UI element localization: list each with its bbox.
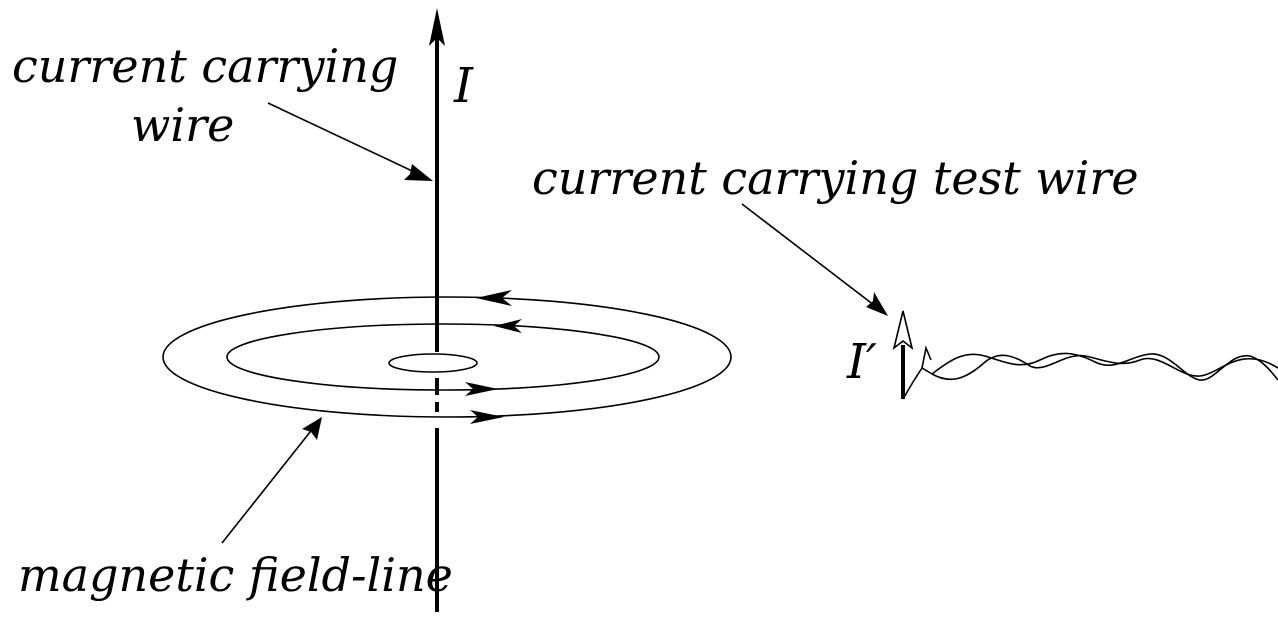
- pointer-lines: [221, 102, 884, 544]
- test-current-label: I′: [846, 334, 877, 390]
- test-wire-pointer: [741, 203, 884, 313]
- current-label: I: [453, 58, 474, 114]
- test-current-hollow-arrow-up-icon: [892, 310, 914, 399]
- arrowhead-icon: [476, 290, 512, 306]
- wire-arrow-up-icon: [429, 8, 445, 46]
- field-line-outer: [162, 296, 732, 418]
- arrowhead-icon: [494, 319, 522, 333]
- test-wire-label: current carrying test wire: [532, 151, 1139, 205]
- wire-pointer: [267, 102, 428, 179]
- arrowhead-icon: [465, 382, 498, 396]
- pointer-arrowheads: [302, 164, 888, 440]
- wire-label-line-2: wire: [131, 98, 234, 152]
- wire-label-line-1: current carrying: [12, 39, 398, 93]
- field-line-pointer: [221, 421, 319, 544]
- magnetic-field-lines: [162, 296, 732, 418]
- arrowhead-icon: [470, 410, 504, 424]
- field-line-inner: [388, 353, 478, 373]
- field-line-middle: [226, 323, 660, 391]
- test-wire: [902, 345, 1278, 400]
- field-direction-arrowhead-icons: [465, 290, 522, 424]
- field-line-label: magnetic field-line: [18, 548, 453, 602]
